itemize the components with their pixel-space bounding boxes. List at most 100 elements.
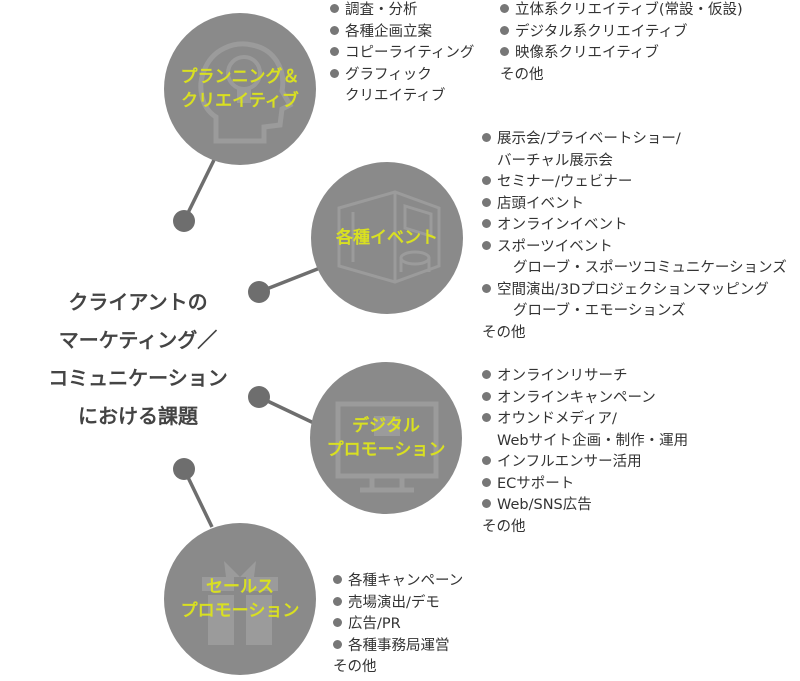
center-title-line: における課題: [78, 404, 198, 428]
bullet-icon: [482, 456, 491, 465]
item-text: 各種キャンペーン: [348, 573, 464, 589]
center-title: クライアントの マーケティング／ コミュニケーション における課題: [28, 283, 248, 435]
category-label-events: 各種イベント: [336, 226, 438, 250]
center-title-line: クライアントの: [68, 290, 208, 314]
gift-box-icon: [202, 561, 278, 645]
item-text: 広告/PR: [348, 616, 401, 632]
list-item: 各種事務局運営: [333, 636, 463, 658]
category-label-line: プロモーション: [180, 601, 300, 621]
item-text: 映像系クリエイティブ: [515, 45, 659, 61]
item-text: グラフィック: [345, 66, 432, 83]
bullet-icon: [330, 68, 339, 78]
category-label-line: クリエイティブ: [181, 91, 299, 111]
item-text-continued: Webサイト企画・制作・運用: [497, 432, 689, 449]
bullet-icon: [333, 575, 342, 584]
bullet-icon: [482, 219, 491, 228]
item-text: インフルエンサー活用: [497, 454, 642, 470]
bullet-icon: [482, 176, 491, 185]
category-label-planning: プランニング＆ クリエイティブ: [181, 65, 300, 113]
item-text: 各種事務局運営: [348, 637, 450, 654]
list-item: コピーライティング: [330, 43, 474, 65]
category-label-line: プロモーション: [326, 440, 446, 460]
digital-items-list: オンラインリサーチ オンラインキャンペーン オウンドメディア/Webサイト企画・…: [482, 366, 688, 538]
connector-dot-events: [248, 281, 270, 303]
list-item: 店頭イベント: [482, 194, 787, 216]
bullet-icon: [333, 639, 342, 649]
bullet-icon: [333, 618, 342, 627]
list-item: オンラインリサーチ: [482, 366, 688, 388]
bullet-icon: [482, 240, 491, 250]
list-item: 映像系クリエイティブ: [500, 43, 743, 65]
list-item: オンラインキャンペーン: [482, 388, 688, 410]
center-title-line: マーケティング／: [58, 328, 218, 352]
category-circle-sales: セールス プロモーション: [164, 523, 316, 675]
planning-items-list-left: 調査・分析 各種企画立案 コピーライティング グラフィッククリエイティブ: [330, 0, 474, 108]
item-text: オンラインリサーチ: [497, 368, 628, 384]
list-item: 売場演出/デモ: [333, 593, 463, 615]
list-item: オウンドメディア/Webサイト企画・制作・運用: [482, 409, 688, 452]
item-text: 店頭イベント: [497, 195, 584, 212]
category-circle-events: 各種イベント: [311, 162, 463, 314]
list-item: 立体系クリエイティブ(常設・仮設): [500, 0, 743, 22]
item-text: オウンドメディア/: [497, 411, 617, 427]
list-item: 展示会/プライベートショー/バーチャル展示会: [482, 129, 787, 172]
bullet-icon: [500, 25, 509, 35]
item-text: スポーツイベント: [497, 238, 613, 255]
category-label-line: セールス: [205, 577, 274, 597]
connector-dot-sales: [173, 458, 195, 480]
item-text: オンラインキャンペーン: [497, 389, 656, 406]
category-label-line: プランニング＆: [180, 67, 300, 87]
item-text: デジタル系クリエイティブ: [515, 23, 688, 40]
list-item: Web/SNS広告: [482, 495, 688, 517]
list-item: 各種企画立案: [330, 22, 474, 44]
list-item: オンラインイベント: [482, 215, 787, 237]
bullet-icon: [500, 4, 509, 13]
exhibition-booth-icon: [337, 190, 441, 284]
category-label-line: 各種イベント: [336, 228, 438, 248]
bullet-icon: [330, 4, 339, 13]
monitor-icon: [335, 401, 439, 493]
list-item: グラフィッククリエイティブ: [330, 65, 474, 108]
lightbulb-head-icon: [198, 41, 294, 144]
item-text-continued: バーチャル展示会: [497, 152, 613, 169]
item-text: ECサポート: [497, 475, 575, 492]
bullet-icon: [482, 499, 491, 508]
item-text: 展示会/プライベートショー/: [497, 131, 681, 147]
category-label-sales: セールス プロモーション: [181, 575, 300, 623]
connector-line-planning: [182, 159, 216, 222]
list-item: 広告/PR: [333, 614, 463, 636]
bullet-icon: [333, 596, 342, 606]
category-circle-digital: デジタル プロモーション: [310, 362, 462, 514]
list-item: 各種キャンペーン: [333, 571, 463, 593]
bullet-icon: [482, 370, 491, 379]
events-items-list: 展示会/プライベートショー/バーチャル展示会 セミナー/ウェビナー 店頭イベント…: [482, 129, 787, 344]
bullet-icon: [482, 391, 491, 401]
category-label-digital: デジタル プロモーション: [327, 414, 446, 462]
item-text: 売場演出/デモ: [348, 594, 440, 611]
item-text: 調査・分析: [345, 2, 418, 18]
list-item: 空間演出/3Dプロジェクションマッピンググローブ・エモーションズ: [482, 280, 787, 323]
bullet-icon: [482, 477, 491, 487]
category-label-line: デジタル: [352, 416, 420, 436]
item-text: コピーライティング: [345, 45, 475, 61]
sales-items-list: 各種キャンペーン 売場演出/デモ 広告/PR 各種事務局運営 その他: [333, 571, 463, 679]
bullet-icon: [482, 133, 491, 142]
list-item: インフルエンサー活用: [482, 452, 688, 474]
list-item-other: その他: [482, 324, 526, 341]
bullet-icon: [482, 197, 491, 207]
item-text: セミナー/ウェビナー: [497, 174, 633, 190]
item-text: 立体系クリエイティブ(常設・仮設): [515, 2, 743, 18]
list-item-other: その他: [500, 66, 544, 83]
list-item: ECサポート: [482, 474, 688, 496]
list-item-other: その他: [333, 659, 377, 675]
bullet-icon: [500, 47, 509, 56]
item-subtext: グローブ・スポーツコミュニケーションズ: [513, 260, 787, 276]
item-text-continued: クリエイティブ: [345, 88, 446, 104]
list-item: スポーツイベントグローブ・スポーツコミュニケーションズ: [482, 237, 787, 280]
bullet-icon: [330, 25, 339, 35]
item-text: オンラインイベント: [497, 217, 628, 233]
bullet-icon: [482, 413, 491, 422]
bullet-icon: [482, 283, 491, 293]
list-item-other: その他: [482, 518, 526, 535]
